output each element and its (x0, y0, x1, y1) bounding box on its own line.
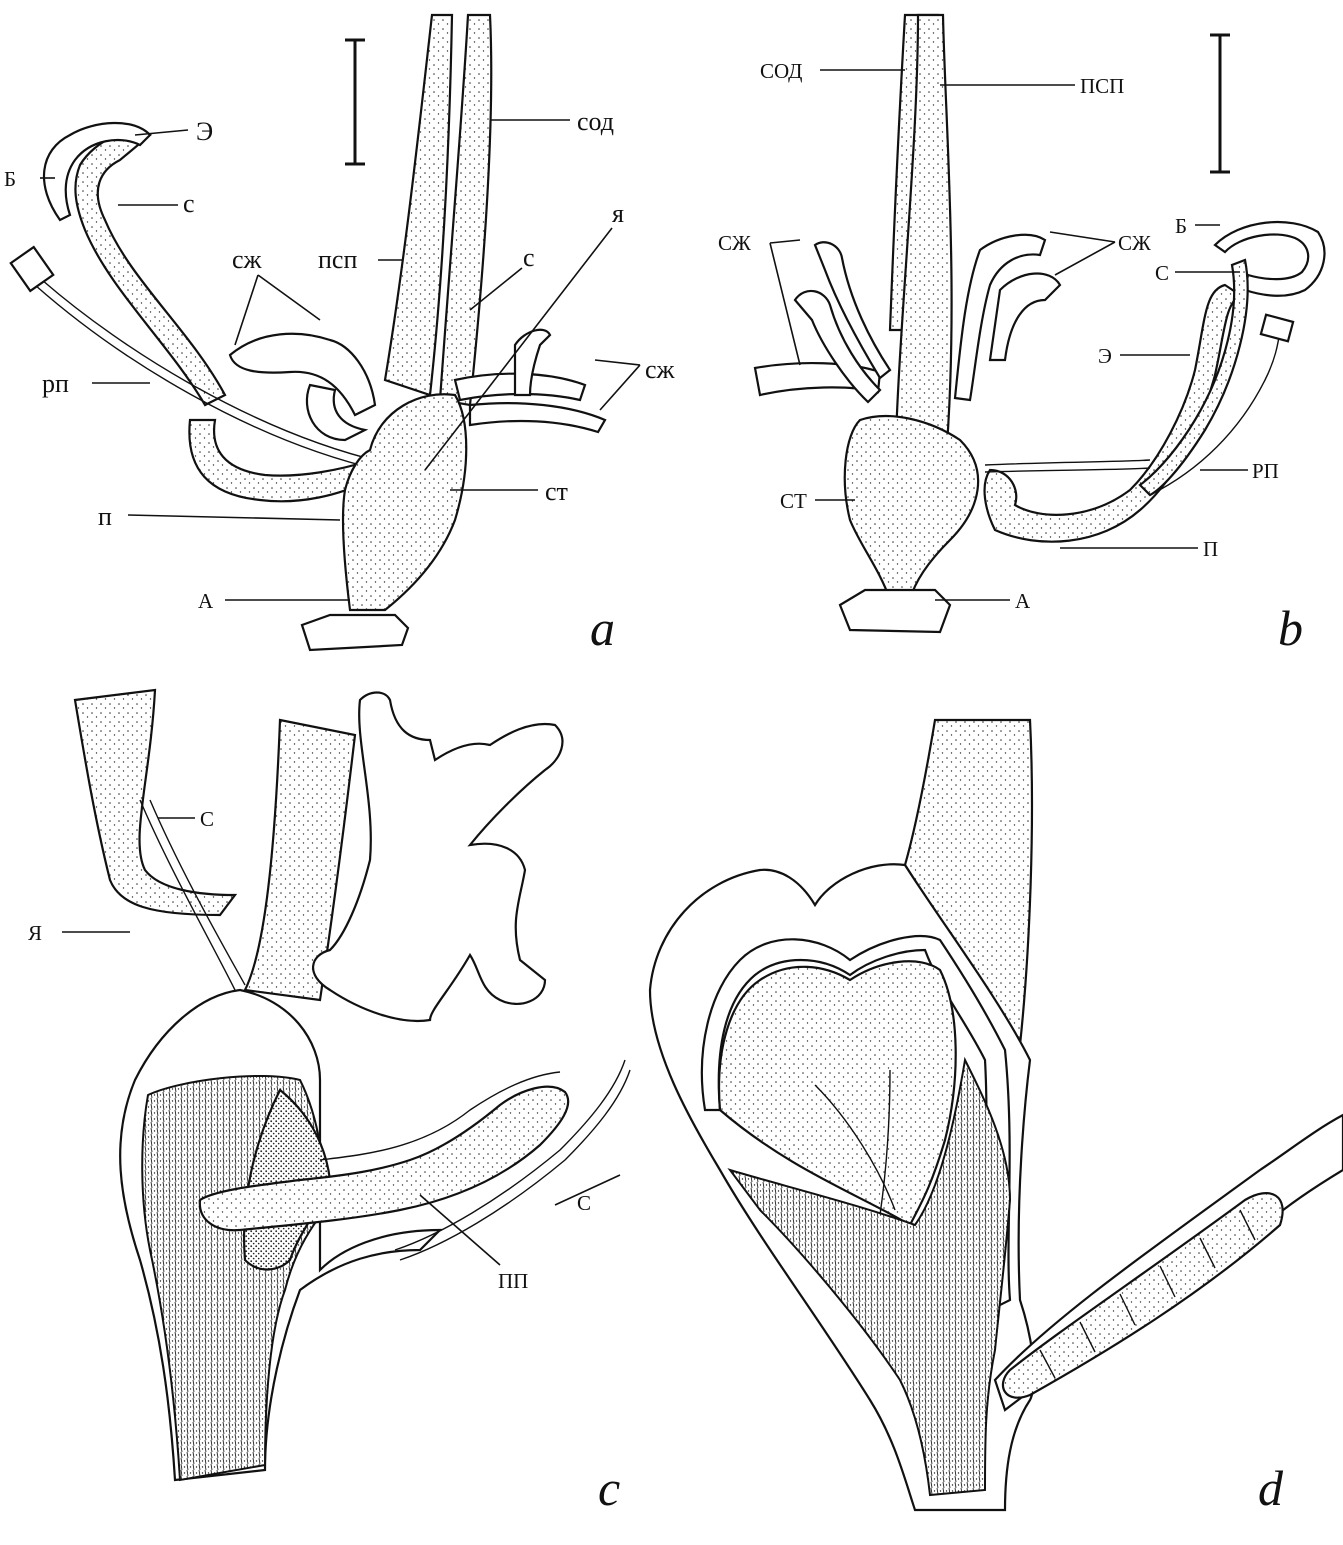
label-b-s: С (1155, 261, 1169, 285)
label-b-szh-left: СЖ (718, 231, 751, 255)
seminal-duct-c-2 (149, 799, 246, 986)
sheath-line-c-2 (399, 1069, 631, 1261)
label-a-szh-left: сж (232, 245, 263, 274)
panel-letter-c: c (598, 1460, 620, 1516)
atrium-base-a (300, 613, 410, 652)
szh-glands-right-2-b (988, 272, 1062, 362)
retractor-b (984, 459, 1151, 466)
inner-sac-d (717, 960, 957, 1227)
retractor-anchor-a (9, 245, 55, 293)
label-a-szh-right: сж (645, 355, 676, 384)
seminal-duct-c (139, 799, 236, 991)
psp-duct-a (383, 13, 454, 397)
panel-d (648, 718, 1343, 1512)
stalk-b (843, 414, 980, 602)
retractor-a (34, 284, 381, 471)
label-b-p: П (1203, 537, 1218, 561)
szh-glands-right-3-a (513, 328, 552, 397)
side-duct-lumen-d (1001, 1192, 1284, 1399)
label-c-s-top: С (200, 807, 214, 831)
retractor-anchor-b (1259, 313, 1295, 343)
panel-letter-a: a (590, 600, 615, 656)
label-c-pp: ПП (498, 1269, 528, 1293)
szh-glands-left-2-b (793, 289, 882, 404)
label-b-szh-right: СЖ (1118, 231, 1151, 255)
panel-c (73, 688, 631, 1482)
retractor-b-3 (1149, 329, 1281, 496)
label-b-st: СТ (780, 489, 807, 513)
scale-bar-b (1210, 33, 1230, 174)
atrium-base-b (838, 588, 952, 634)
penis-c (198, 1085, 570, 1232)
label-a-st: ст (545, 477, 568, 506)
szh-glands-right-2-a (468, 402, 607, 434)
panel-a (9, 13, 607, 652)
label-a-s-top: с (183, 189, 195, 218)
panel-letter-d: d (1258, 1460, 1284, 1516)
panel-b-leaders (769, 69, 1248, 601)
flagellum-b (1213, 220, 1326, 297)
stalk-a (341, 393, 468, 612)
label-c-ya: Я (28, 921, 42, 945)
label-a-e: Э (196, 117, 213, 146)
sac-fold-d-2 (879, 1069, 891, 1216)
label-a-sod: сод (577, 107, 614, 136)
szh-glands-right-b (953, 233, 1047, 402)
label-a-b: Б (4, 167, 16, 191)
panel-letter-b: b (1278, 600, 1303, 656)
panel-a-leaders (40, 119, 641, 601)
label-a-p: п (98, 502, 112, 531)
panel-a-labels: Э Б с сод сж псп я с сж рп ст п А a (4, 107, 676, 656)
szh-glands-left-a (228, 332, 377, 417)
scale-bar-a (345, 38, 365, 166)
szh-glands-c (312, 691, 564, 1022)
panel-b-labels: СОД ПСП СЖ СЖ Б С Э РП СТ П А b (718, 59, 1303, 656)
spermatheca-duct-c (243, 718, 357, 1002)
label-b-sod: СОД (760, 59, 802, 83)
szh-glands-left-3-b (813, 241, 892, 380)
atrium-wall-d (727, 1056, 1012, 1497)
label-b-b: Б (1175, 214, 1187, 238)
label-b-e: Э (1098, 344, 1112, 368)
szh-gland-loop-a (305, 383, 369, 442)
epiphallus-a (74, 130, 227, 407)
panel-c-leaders (62, 817, 621, 1266)
duct-d (903, 718, 1034, 1049)
label-a-s-mid: с (523, 243, 535, 272)
label-b-a: А (1015, 589, 1031, 613)
panel-d-labels: d (1258, 1460, 1284, 1516)
label-a-a: А (198, 589, 214, 613)
label-b-rp: РП (1252, 459, 1279, 483)
oviduct-c (73, 688, 238, 917)
label-a-ya: я (612, 199, 624, 228)
retractor-b-2 (984, 467, 1151, 473)
sheath-line-c (394, 1059, 626, 1251)
label-a-psp: псп (318, 245, 357, 274)
panel-c-labels: С Я С ПП c (28, 807, 620, 1516)
label-b-psp: ПСП (1080, 74, 1124, 98)
flagellum-a (42, 121, 152, 222)
label-a-rp: рп (42, 369, 69, 398)
side-duct-segments-d (1039, 1209, 1256, 1379)
retractor-a-2 (41, 279, 383, 463)
sac-fold-d (814, 1084, 896, 1211)
penis-sheath-c (319, 1071, 561, 1161)
panel-b (753, 13, 1326, 634)
label-c-s-right: С (577, 1191, 591, 1215)
epiphallus-b (1138, 258, 1249, 497)
